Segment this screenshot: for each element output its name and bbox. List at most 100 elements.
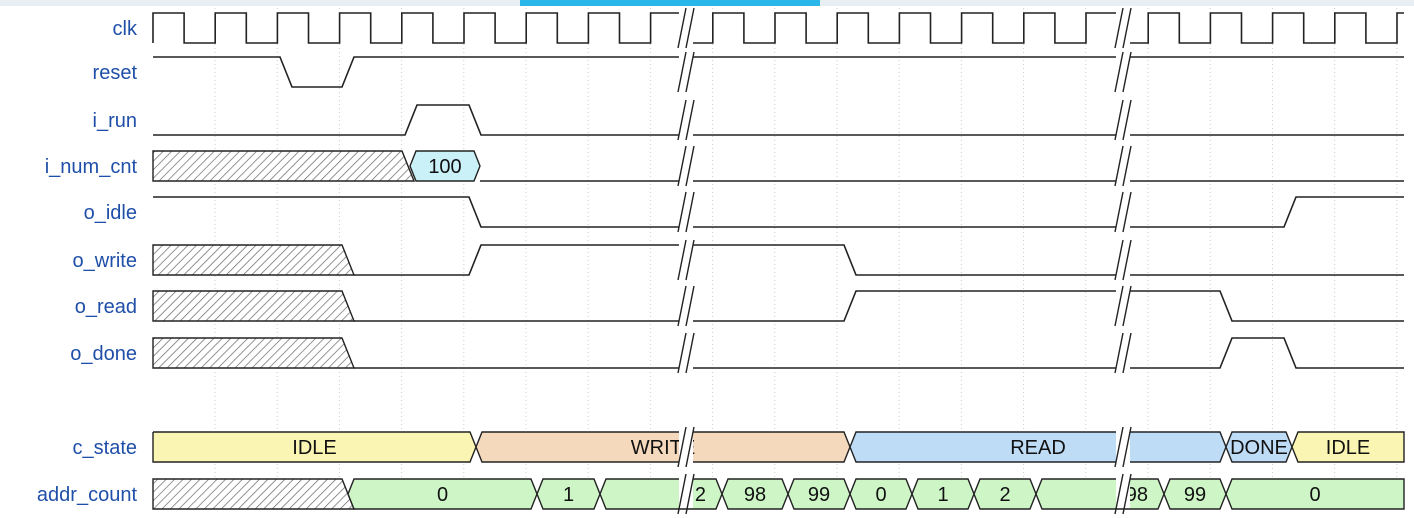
time-break-slash: [1122, 191, 1132, 233]
time-break-slash: [1122, 7, 1132, 49]
time-break-slash: [1114, 473, 1124, 515]
signal-label-reset: reset: [93, 62, 138, 84]
time-break-slash: [685, 99, 695, 141]
c-state-segment-label: IDLE: [292, 437, 336, 459]
time-break-slash: [685, 332, 695, 374]
signal-label-o-done: o_done: [70, 343, 137, 365]
time-break-slash: [677, 473, 687, 515]
addr-count-unknown: [152, 478, 356, 510]
time-break-slash: [685, 426, 695, 468]
addr-count-segment: [1035, 478, 1165, 510]
addr-count-segment: [911, 478, 975, 510]
time-break-slash: [1122, 145, 1132, 187]
time-break-slash: [677, 426, 687, 468]
grid-lines: [214, 8, 1398, 512]
time-break-slash: [677, 99, 687, 141]
signal-label-i-run: i_run: [93, 110, 137, 132]
signal-label-addr-count: addr_count: [37, 484, 138, 506]
time-break-slash: [677, 145, 687, 187]
addr-count-segment-label: 98: [744, 484, 766, 506]
o-read-unknown: [152, 290, 356, 322]
addr-count-segment-label: 98: [1126, 484, 1148, 506]
addr-count-segment: [1225, 478, 1405, 510]
time-break-slash: [1114, 285, 1124, 327]
time-break-slash: [685, 51, 695, 93]
signal-label-c-state: c_state: [73, 437, 137, 459]
o-read-wave: [354, 290, 1404, 322]
c-state-segment: [849, 431, 1227, 463]
c-state-segment-label: DONE: [1230, 437, 1288, 459]
clk-wave: [152, 12, 1404, 44]
time-break-slash: [1122, 426, 1132, 468]
c-state-segment: [1291, 431, 1405, 463]
reset-wave: [153, 56, 1404, 88]
time-break-slash: [677, 332, 687, 374]
time-break-slash: [685, 239, 695, 281]
addr-count-segment: [787, 478, 851, 510]
signal-label-o-write: o_write: [73, 250, 137, 272]
time-breaks: [677, 7, 1132, 515]
time-break-slash: [1114, 426, 1124, 468]
time-break-gap: [679, 8, 693, 508]
addr-count-segment: [849, 478, 913, 510]
time-break-slash: [1114, 145, 1124, 187]
time-break-slash: [677, 285, 687, 327]
addr-count-segment-label: 1: [937, 484, 948, 506]
time-break-slash: [1122, 51, 1132, 93]
time-break-slash: [677, 191, 687, 233]
addr-count-segment-label: 2: [999, 484, 1010, 506]
signal-label-clk: clk: [113, 18, 138, 40]
addr-count-segment-label: 2: [695, 484, 706, 506]
addr-count-segment-label: 0: [1309, 484, 1320, 506]
top-bar: [0, 0, 1414, 6]
signal-label-i-num-cnt: i_num_cnt: [45, 156, 138, 178]
addr-count-segment-label: 0: [437, 484, 448, 506]
top-bar-accent: [520, 0, 820, 6]
time-break-slash: [677, 239, 687, 281]
time-break-slash: [1114, 99, 1124, 141]
addr-count-segment-label: 99: [808, 484, 830, 506]
addr-count-segment: [973, 478, 1037, 510]
addr-count-segment-label: 0: [875, 484, 886, 506]
time-break-slash: [677, 51, 687, 93]
c-state-segment: [152, 431, 477, 463]
time-break-slash: [685, 191, 695, 233]
time-break-slash: [1114, 332, 1124, 374]
time-break-slash: [1122, 285, 1132, 327]
c-state-segment-label: IDLE: [1326, 437, 1370, 459]
time-break-slash: [1122, 332, 1132, 374]
addr-count-segment: [1163, 478, 1227, 510]
signal-label-o-read: o_read: [75, 296, 137, 318]
time-break-slash: [685, 145, 695, 187]
i-num-cnt-value: [409, 150, 481, 182]
time-break-slash: [1114, 191, 1124, 233]
i-num-cnt-value-label: 100: [428, 156, 461, 178]
o-write-wave: [354, 244, 1404, 276]
addr-count-segment: [347, 478, 538, 510]
o-idle-wave: [153, 196, 1404, 228]
o-done-unknown: [152, 337, 356, 369]
time-break-slash: [685, 285, 695, 327]
time-break-slash: [1122, 99, 1132, 141]
o-write-unknown: [152, 244, 356, 276]
c-state-segment: [1225, 431, 1293, 463]
i-num-cnt-unknown: [152, 150, 416, 182]
c-state-segment: [475, 431, 851, 463]
time-break-slash: [1114, 7, 1124, 49]
time-break-slash: [1122, 473, 1132, 515]
i-run-wave: [153, 104, 1404, 136]
time-break-gap: [1116, 8, 1130, 508]
signal-label-o-idle: o_idle: [84, 202, 137, 224]
signal-labels: clk reset i_run i_num_cnt o_idle o_write o_rea…: [37, 18, 138, 506]
addr-count-segment: [536, 478, 601, 510]
addr-count-segment: [721, 478, 789, 510]
time-break-slash: [685, 473, 695, 515]
time-break-slash: [1114, 51, 1124, 93]
time-break-slash: [685, 7, 695, 49]
o-done-wave: [354, 337, 1404, 369]
time-break-slash: [1114, 239, 1124, 281]
addr-count-segment-label: 99: [1184, 484, 1206, 506]
c-state-segment-label: READ: [1010, 437, 1066, 459]
